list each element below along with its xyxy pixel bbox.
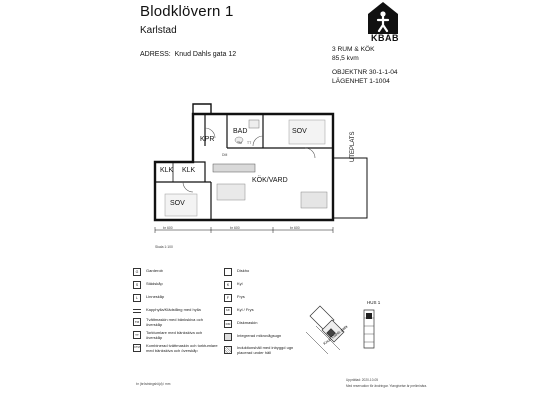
legend-symbol-icon: G: [133, 268, 141, 276]
apartment-number: LÄGENHET 1-1004: [332, 78, 390, 85]
scale-label: Skala 1:100: [155, 245, 173, 249]
highlight-unit-icon: [366, 313, 372, 319]
legend-item: Diskho: [224, 267, 304, 280]
legend-item: K Kyl: [224, 280, 304, 293]
room-klk-2: KLK: [182, 167, 196, 174]
room-kok-vard: KÖK/VARD: [252, 177, 288, 184]
sink-icon: [224, 268, 232, 276]
legend-item: KTM Kombinerad tvättmaskin och torktumla…: [133, 343, 218, 353]
footer-disclaimer: Med reservation för ändringar. Ytangivel…: [346, 384, 428, 388]
legend-item: DM Diskmaskin: [224, 320, 258, 328]
legend-symbol-icon: L: [133, 294, 141, 302]
kbab-logo-text: KBAB: [371, 33, 399, 43]
page-title: Blodklövern 1: [140, 3, 234, 20]
room-uteplats: UTEPLATS: [350, 131, 356, 162]
legend-symbol-icon: DM: [224, 320, 232, 328]
room-kpr: KPR: [200, 136, 215, 143]
footer-date: Upprättad: 2020-10-05: [346, 378, 379, 382]
legend-item: K/F Kyl / Frys: [224, 306, 304, 319]
legend-symbol-icon: TT: [133, 331, 141, 339]
object-number: OBJEKTNR 30-1-1-04: [332, 69, 398, 76]
site-plan: [305, 305, 375, 355]
label-dm: DM: [222, 153, 228, 157]
coat-rack-icon: [133, 309, 141, 313]
dim-label-3: br 600: [290, 226, 300, 230]
legend-symbol-icon: F: [224, 294, 232, 302]
label-tm: TM: [237, 141, 242, 145]
induction-hob-icon: [224, 346, 232, 354]
dim-label-2: br 600: [230, 226, 240, 230]
address-value: Knud Dahls gata 12: [174, 51, 237, 58]
room-klk-1: KLK: [160, 167, 174, 174]
microwave-icon: [224, 333, 232, 341]
kbab-logo-icon: [368, 2, 398, 34]
legend-item: F Frys: [224, 293, 304, 306]
footer-note: br (bröstningshöjd) i mm: [136, 382, 171, 386]
legend-symbol-icon: K: [224, 281, 232, 289]
legend-left: G Garderob S Städskåp L Linneskåp Kapphy…: [133, 267, 218, 359]
legend-symbol-icon: TM: [133, 318, 141, 326]
address-label: ADRESS:: [140, 51, 171, 58]
legend-item: S Städskåp: [133, 280, 218, 293]
legend-symbol-icon: KTM: [133, 344, 141, 352]
legend-symbol-icon: K/F: [224, 307, 232, 315]
legend-right: Diskho K Kyl F Frys K/F Kyl / Frys DM Di…: [224, 267, 304, 361]
rooms-text: 3 RUM & KÖK: [332, 46, 375, 53]
city-subtitle: Karlstad: [140, 25, 177, 36]
legend-item: Integrerad mikrovågsugn: [224, 332, 304, 345]
legend-item: L Linneskåp: [133, 293, 218, 306]
legend-symbol-icon: S: [133, 281, 141, 289]
address-line: ADRESS: Knud Dahls gata 12: [140, 51, 236, 58]
legend-item: Kapphylla/Klädstång med hylla: [133, 306, 218, 317]
room-sov-2: SOV: [170, 200, 185, 207]
legend-item: TT Torktumlare med bänkskiva och överskå…: [133, 330, 218, 343]
dim-label-1: br 600: [163, 226, 173, 230]
area-text: 85,5 kvm: [332, 55, 359, 62]
floor-plan: [153, 103, 368, 233]
label-tt: TT: [247, 141, 252, 145]
room-sov-1: SOV: [292, 128, 307, 135]
legend-item: Induktionshäll med inbyggd ugn placerad …: [224, 345, 304, 361]
house-label: HUS 1: [367, 300, 381, 305]
legend-item: TM Tvättmaskin med bänkskiva och överskå…: [133, 317, 203, 327]
room-bad: BAD: [233, 128, 248, 135]
legend-item: G Garderob: [133, 267, 218, 280]
